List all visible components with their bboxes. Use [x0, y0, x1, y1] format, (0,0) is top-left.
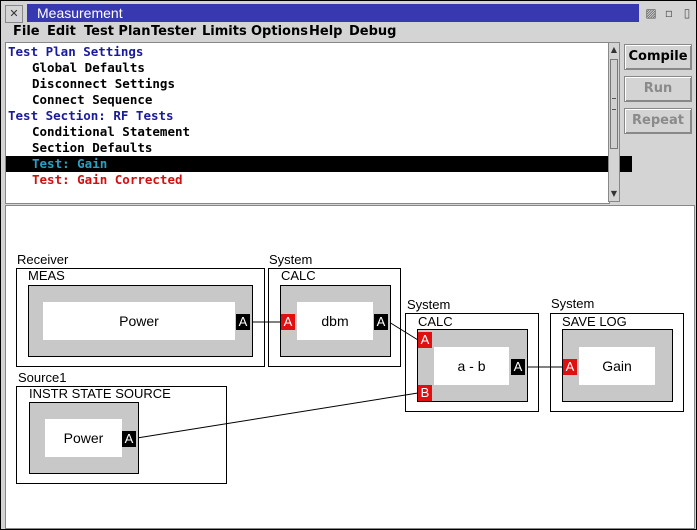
menu-help[interactable]: Help	[309, 24, 343, 39]
menu-bar: File Edit Test Plan Tester Limits Option…	[3, 23, 694, 41]
tree-item[interactable]: Global Defaults	[32, 60, 145, 75]
connection-lines	[136, 321, 563, 439]
source-title: INSTR STATE SOURCE	[29, 386, 171, 401]
meas-output-port[interactable]: A	[236, 314, 250, 330]
repeat-button[interactable]: Repeat	[624, 108, 692, 134]
close-icon[interactable]: ▯	[683, 6, 691, 20]
scroll-thumb[interactable]	[610, 59, 618, 149]
compile-button[interactable]: Compile	[624, 44, 692, 70]
menu-options[interactable]: Options	[251, 24, 308, 39]
savelog-gain-label: Gain	[579, 347, 655, 385]
window-menu-icon[interactable]: ✕	[5, 5, 23, 23]
source-block[interactable]	[16, 386, 227, 484]
calc2-ab-label: a - b	[434, 347, 509, 385]
calc1-input-port[interactable]: A	[281, 314, 295, 330]
tree-item[interactable]: Test: Gain	[6, 156, 632, 172]
savelog-group-label: System	[551, 296, 595, 311]
minimize-icon[interactable]: ▨	[645, 6, 657, 20]
scroll-up-icon[interactable]: ▲	[610, 45, 618, 54]
run-button[interactable]: Run	[624, 76, 692, 102]
receiver-meas-block[interactable]	[16, 268, 265, 367]
savelog-input-port[interactable]: A	[563, 359, 577, 375]
tree-item[interactable]: Test Section: RF Tests	[8, 108, 174, 123]
wire-dbm-to-a	[388, 321, 419, 341]
calc1-group-label: System	[269, 252, 313, 267]
savelog-title: SAVE LOG	[562, 314, 627, 329]
meas-title: MEAS	[28, 268, 65, 283]
source-output-port[interactable]: A	[122, 431, 136, 447]
savelog-block[interactable]	[550, 313, 684, 412]
calc-dbm-block[interactable]	[268, 268, 401, 367]
menu-file[interactable]: File	[13, 24, 40, 39]
tree-scrollbar[interactable]: ▲ ▼	[608, 42, 620, 202]
tree-item[interactable]: Test: Gain Corrected	[32, 172, 183, 187]
meas-power-label: Power	[43, 302, 235, 340]
source-group-label: Source1	[18, 370, 67, 385]
calc2-input-a-port[interactable]: A	[418, 332, 432, 348]
calc2-output-port[interactable]: A	[511, 359, 525, 375]
diagram-canvas[interactable]: Receiver MEAS Power A System CALC dbm A …	[5, 205, 695, 529]
wire-source-to-b	[136, 392, 419, 439]
window-title: Measurement	[27, 4, 639, 22]
tree-item[interactable]: Conditional Statement	[32, 124, 191, 139]
tree-item[interactable]: Section Defaults	[32, 140, 153, 155]
calc2-title: CALC	[418, 314, 453, 329]
receiver-group-label: Receiver	[17, 252, 69, 267]
menu-edit[interactable]: Edit	[47, 24, 76, 39]
calc1-dbm-label: dbm	[297, 302, 373, 340]
maximize-icon[interactable]: ▫	[664, 6, 674, 20]
source-power-label: Power	[45, 419, 122, 457]
calc1-output-port[interactable]: A	[374, 314, 388, 330]
menu-test-plan[interactable]: Test Plan	[84, 24, 151, 39]
calc2-input-b-port[interactable]: B	[418, 385, 432, 401]
calc1-title: CALC	[281, 268, 316, 283]
calc-ab-block[interactable]	[405, 313, 539, 412]
menu-debug[interactable]: Debug	[349, 24, 397, 39]
scroll-down-icon[interactable]: ▼	[610, 189, 618, 198]
menu-limits[interactable]: Limits	[202, 24, 247, 39]
menu-tester[interactable]: Tester	[151, 24, 197, 39]
calc2-group-label: System	[407, 297, 451, 312]
tree-item[interactable]: Connect Sequence	[32, 92, 153, 107]
tree-item[interactable]: Test Plan Settings	[8, 44, 144, 59]
tree-item[interactable]: Disconnect Settings	[32, 76, 175, 91]
title-bar: ✕ Measurement ▨ ▫ ▯	[3, 3, 694, 23]
